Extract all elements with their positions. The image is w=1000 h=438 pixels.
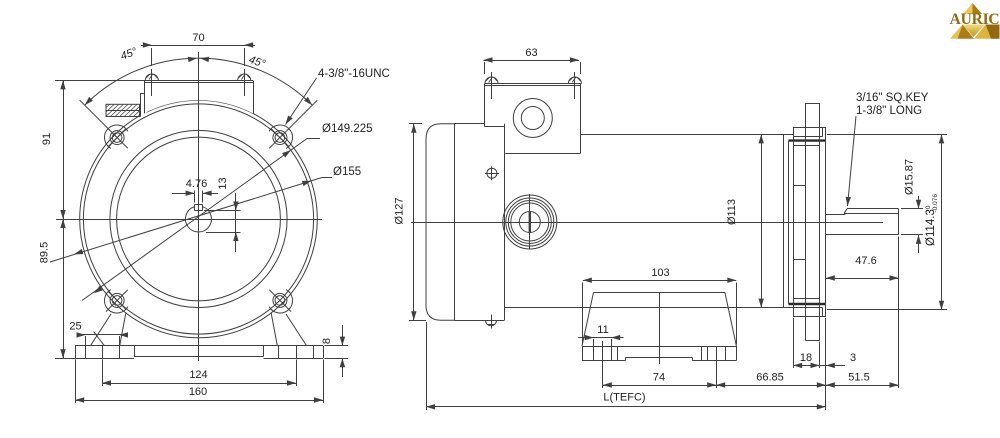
svg-text:51.5: 51.5	[848, 372, 869, 384]
svg-text:74: 74	[653, 372, 665, 384]
svg-text:3/16" SQ.KEY: 3/16" SQ.KEY	[856, 92, 929, 104]
svg-text:AURIC: AURIC	[950, 11, 1000, 28]
svg-text:103: 103	[651, 267, 669, 279]
svg-text:Ø149.225: Ø149.225	[322, 123, 373, 135]
svg-text:L(TEFC): L(TEFC)	[603, 392, 645, 404]
svg-text:13: 13	[217, 177, 229, 189]
svg-text:160: 160	[189, 386, 207, 398]
svg-text:11: 11	[597, 324, 608, 336]
svg-text:66.85: 66.85	[756, 372, 784, 384]
svg-text:124: 124	[189, 369, 207, 381]
svg-text:25: 25	[69, 321, 81, 333]
svg-text:8: 8	[321, 338, 333, 344]
svg-text:1-3/8" LONG: 1-3/8" LONG	[856, 105, 922, 117]
svg-text:4-3/8"-16UNC: 4-3/8"-16UNC	[318, 68, 390, 80]
svg-text:Ø155: Ø155	[333, 166, 361, 178]
svg-text:63: 63	[525, 47, 537, 59]
svg-text:Ø114.30-0.076: Ø114.30-0.076	[925, 194, 939, 246]
svg-text:45°: 45°	[247, 54, 267, 71]
svg-text:91: 91	[41, 133, 53, 145]
svg-text:89.5: 89.5	[39, 242, 51, 263]
svg-text:Ø113: Ø113	[726, 199, 738, 225]
svg-text:45°: 45°	[119, 45, 139, 62]
svg-text:Ø15.87: Ø15.87	[904, 159, 916, 195]
svg-text:Ø127: Ø127	[394, 198, 406, 225]
svg-text:4.76: 4.76	[186, 178, 207, 190]
svg-text:3: 3	[850, 352, 856, 364]
svg-text:47.6: 47.6	[855, 255, 876, 267]
svg-text:18: 18	[800, 352, 812, 364]
svg-text:70: 70	[192, 32, 204, 44]
